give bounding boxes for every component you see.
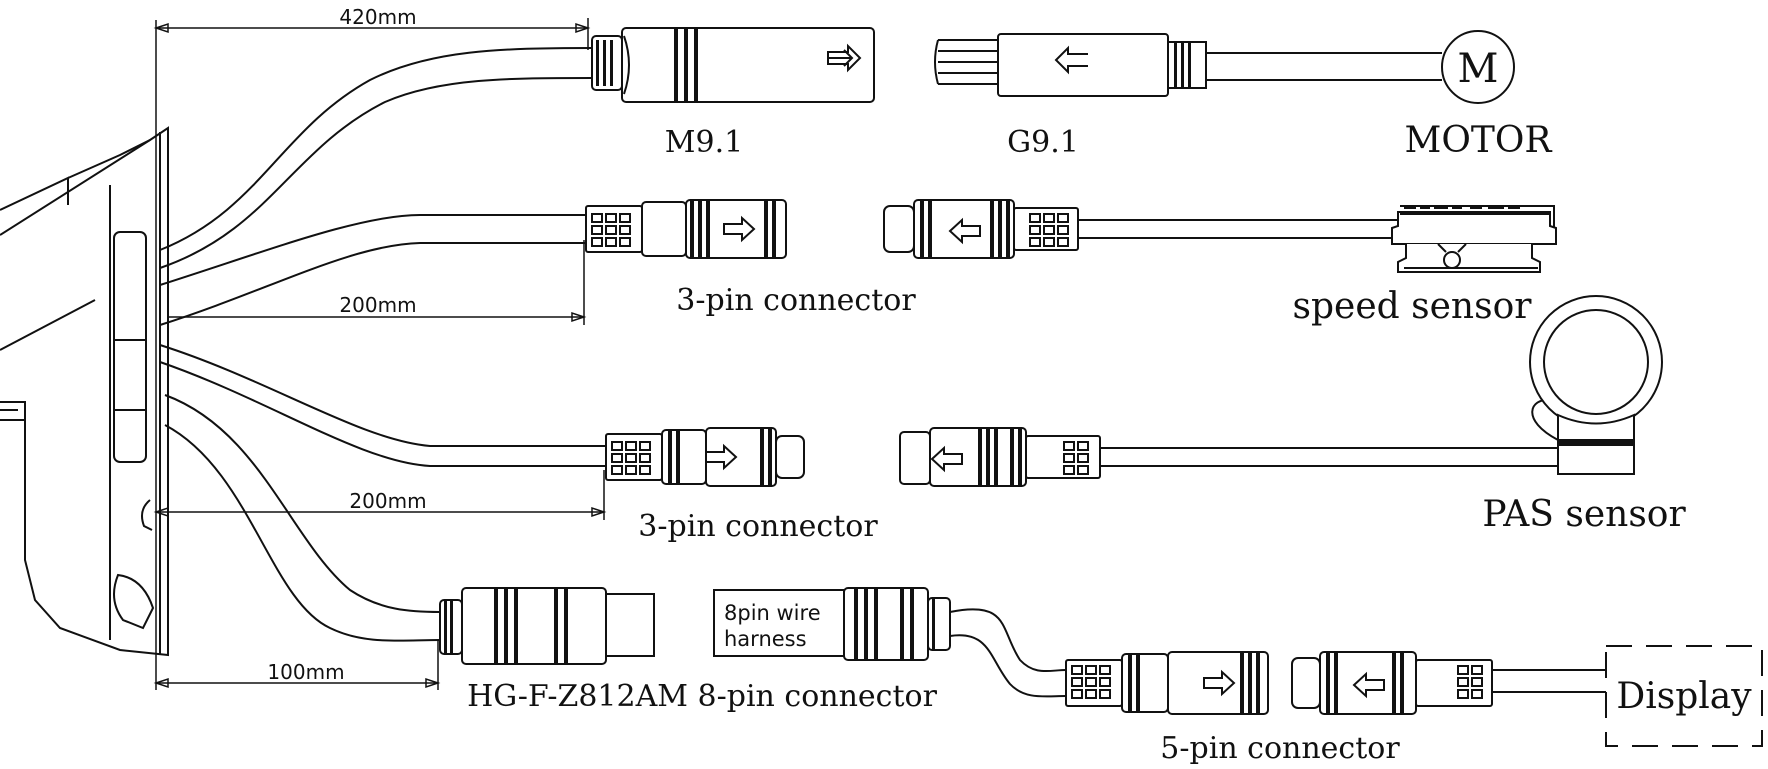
pas-sensor (1529, 295, 1663, 475)
eight-pin-connector-label: HG-F-Z812AM 8-pin connector (467, 679, 938, 714)
dimension-200mm-upper: 200mm (339, 293, 416, 317)
speed-sensor-label: speed sensor (1293, 286, 1533, 327)
five-pin-connector-female (1291, 651, 1606, 715)
three-pin-connector-upper-female (883, 199, 1398, 259)
five-pin-connector-label: 5-pin connector (1160, 731, 1400, 764)
three-pin-connector-lower-female (899, 427, 1558, 487)
m91-label: M9.1 (665, 125, 743, 160)
motor-symbol (1441, 30, 1515, 104)
harness-label-line1: 8pin wire (724, 601, 821, 625)
harness-label-line2: harness (724, 627, 807, 651)
five-pin-connector-male (1065, 651, 1269, 715)
three-pin-connector-lower-label: 3-pin connector (638, 509, 878, 544)
three-pin-connector-lower-male (605, 427, 805, 487)
speed-sensor (1391, 205, 1557, 273)
display-box (1605, 645, 1763, 747)
dimension-420mm: 420mm (339, 5, 416, 29)
dimension-200mm-lower: 200mm (349, 489, 426, 513)
eight-pin-connector (439, 587, 655, 665)
eight-pin-wire-harness (713, 587, 1067, 698)
m91-connector (591, 27, 875, 103)
pas-sensor-label: PAS sensor (1482, 494, 1686, 535)
motor-m-icon: M (1458, 46, 1499, 92)
motor-label: MOTOR (1404, 120, 1552, 161)
controller-housing (0, 126, 169, 657)
dimension-lines (153, 18, 607, 690)
g91-connector (934, 33, 1442, 97)
cables (159, 47, 606, 642)
dimension-100mm: 100mm (267, 660, 344, 684)
three-pin-connector-upper-label: 3-pin connector (676, 283, 916, 318)
display-label: Display (1616, 676, 1752, 717)
three-pin-connector-upper-male (585, 199, 787, 259)
g91-label: G9.1 (1007, 125, 1079, 160)
